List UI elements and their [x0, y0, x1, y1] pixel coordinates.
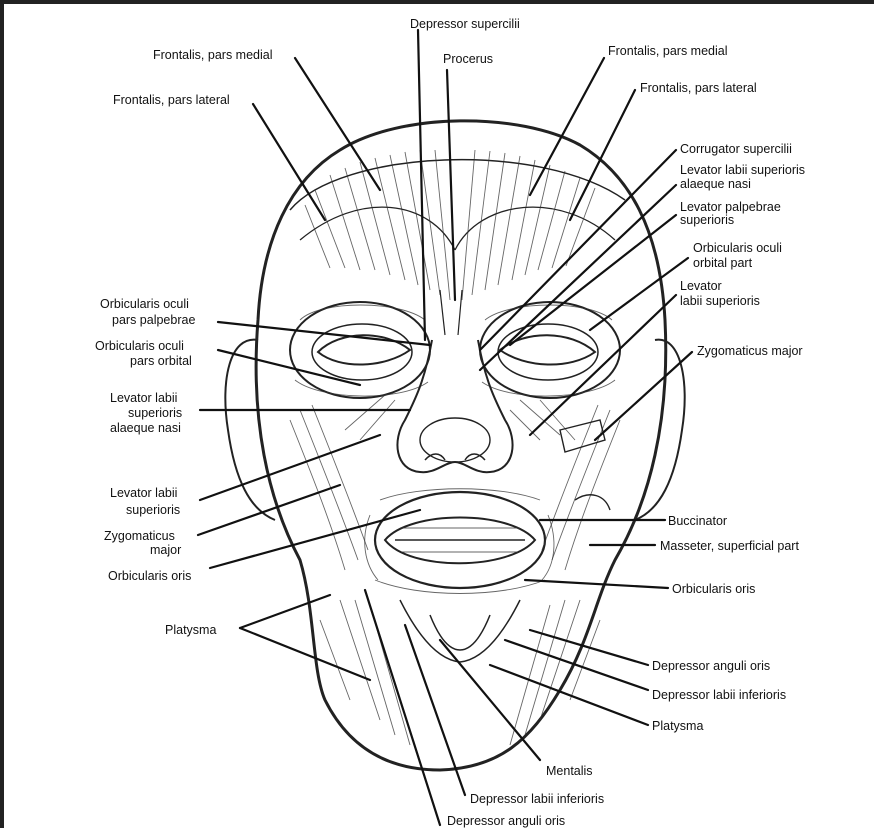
nose [397, 340, 512, 472]
label-levator-palpebrae-1: Levator palpebrae [680, 200, 781, 214]
label-orbicularis-oculi-palpebrae-left-1: Orbicularis oculi [100, 297, 189, 311]
label-zygomaticus-major-left-1: Zygomaticus [104, 529, 175, 543]
label-buccinator: Buccinator [668, 514, 727, 528]
label-frontalis-medial-left: Frontalis, pars medial [153, 48, 273, 62]
label-orbicularis-oculi-orbital-left-1: Orbicularis oculi [95, 339, 184, 353]
label-procerus: Procerus [443, 52, 493, 66]
cheek-hatching [290, 395, 620, 570]
label-frontalis-lateral-right: Frontalis, pars lateral [640, 81, 757, 95]
label-platysma-left: Platysma [165, 623, 216, 637]
label-levator-labii-alaeque-left-2: superioris [128, 406, 182, 420]
label-orbicularis-oculi-orbital-left-2: pars orbital [130, 354, 192, 368]
label-orbicularis-oculi-orbital-right-1: Orbicularis oculi [693, 241, 782, 255]
mouth [365, 489, 554, 594]
label-depressor-labii-inferioris-right: Depressor labii inferioris [652, 688, 786, 702]
label-corrugator-supercilii: Corrugator supercilii [680, 142, 792, 156]
face-illustration [225, 121, 684, 770]
label-frontalis-lateral-left: Frontalis, pars lateral [113, 93, 230, 107]
label-orbicularis-oculi-orbital-right-2: orbital part [693, 256, 753, 270]
label-depressor-supercilii: Depressor supercilii [410, 17, 520, 31]
label-levator-labii-sup-left-1: Levator labii [110, 486, 177, 500]
chin [320, 600, 600, 745]
label-platysma-right: Platysma [652, 719, 703, 733]
left-ear [225, 340, 275, 520]
label-orbicularis-oris-right: Orbicularis oris [672, 582, 755, 596]
label-orbicularis-oris-left: Orbicularis oris [108, 569, 191, 583]
label-levator-labii-alaeque-right-2: alaeque nasi [680, 177, 751, 191]
label-masseter: Masseter, superficial part [660, 539, 799, 553]
label-frontalis-medial-right: Frontalis, pars medial [608, 44, 728, 58]
label-levator-labii-alaeque-left-3: alaeque nasi [110, 421, 181, 435]
left-eye [290, 302, 430, 398]
label-levator-labii-alaeque-left-1: Levator labii [110, 391, 177, 405]
label-orbicularis-oculi-palpebrae-left-2: pars palpebrae [112, 313, 195, 327]
label-depressor-anguli-oris-right: Depressor anguli oris [652, 659, 770, 673]
frontalis-outline [290, 160, 625, 210]
label-levator-palpebrae-2: superioris [680, 213, 734, 227]
label-depressor-labii-inferioris-bottom: Depressor labii inferioris [470, 792, 604, 806]
label-levator-labii-alaeque-right-1: Levator labii superioris [680, 163, 805, 177]
label-zygomaticus-major-left-2: major [150, 543, 181, 557]
label-mentalis: Mentalis [546, 764, 593, 778]
leader-lines [198, 30, 692, 825]
label-zygomaticus-major-right: Zygomaticus major [697, 344, 803, 358]
head-outline [256, 121, 666, 770]
label-depressor-anguli-oris-bottom: Depressor anguli oris [447, 814, 565, 828]
label-levator-labii-sup-left-2: superioris [126, 503, 180, 517]
label-levator-labii-sup-right-2: labii superioris [680, 294, 760, 308]
label-levator-labii-sup-right-1: Levator [680, 279, 722, 293]
